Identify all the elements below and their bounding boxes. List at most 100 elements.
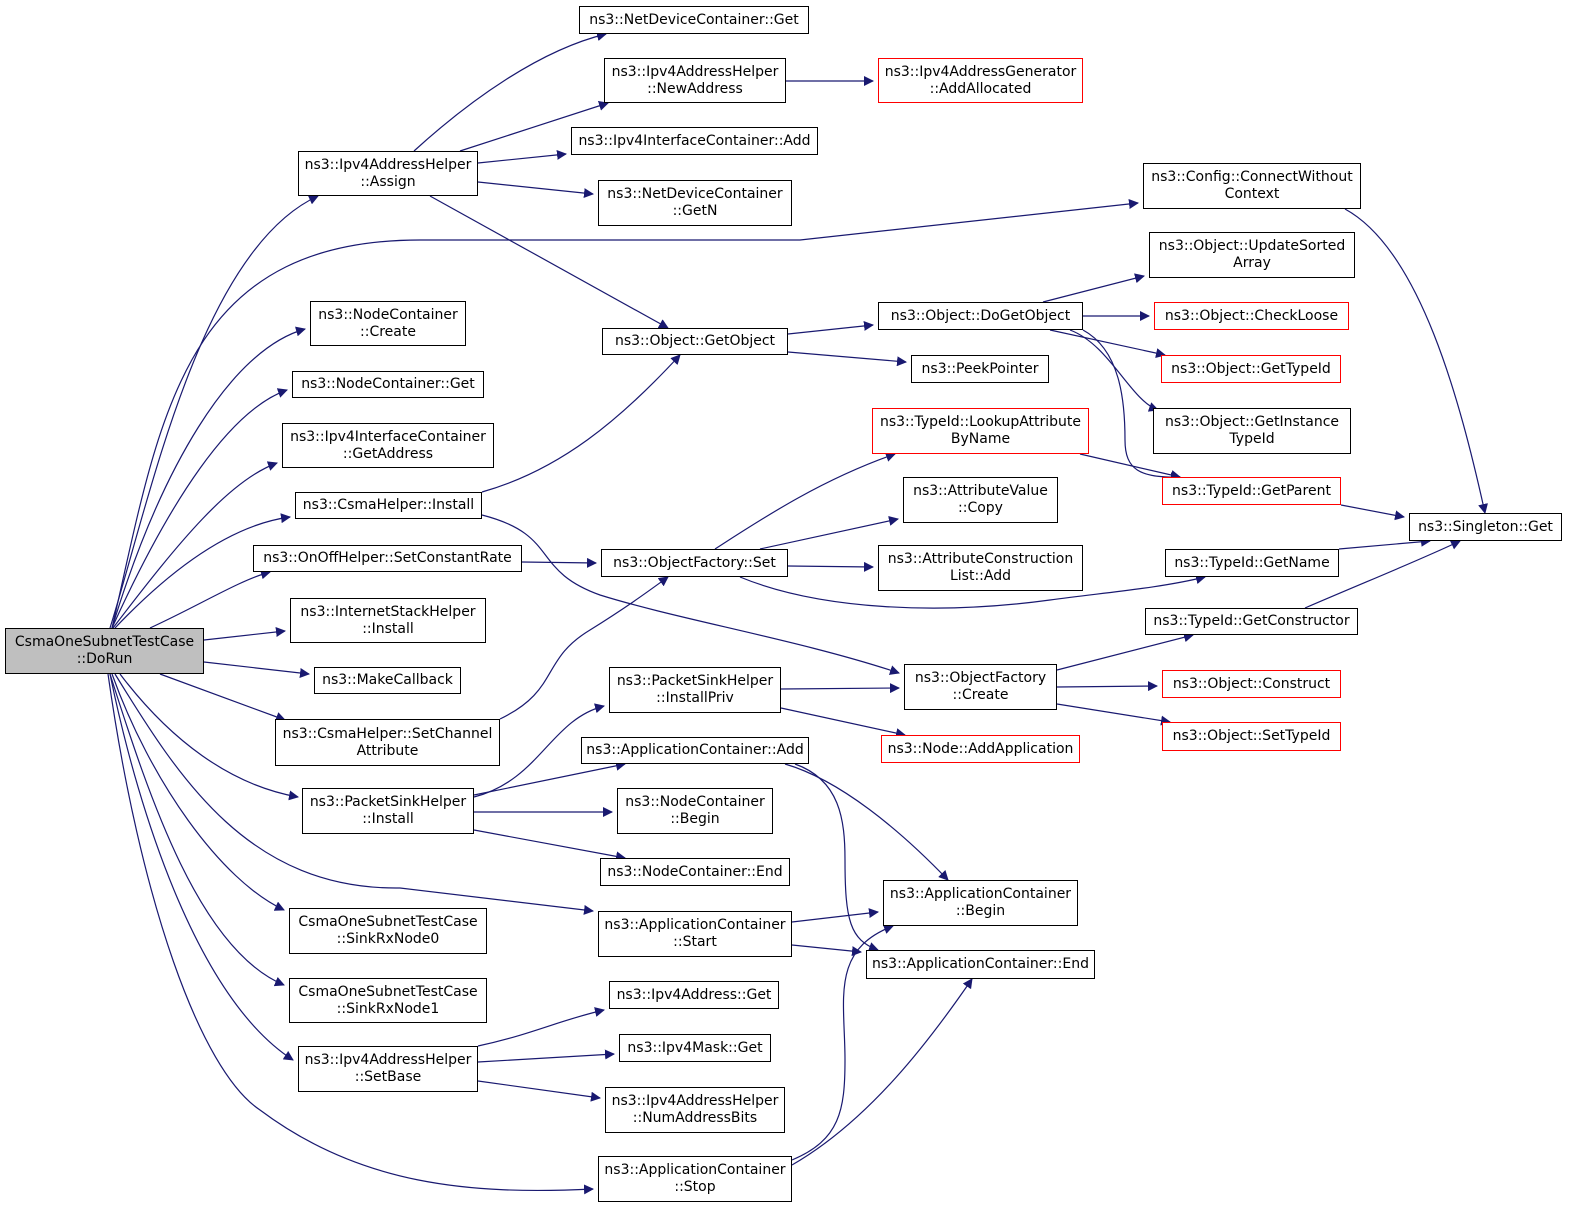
node-label-line: ::Create bbox=[952, 687, 1009, 703]
node-label-line: ::NumAddressBits bbox=[632, 1110, 758, 1126]
node-label-line: ns3::PacketSinkHelper bbox=[616, 673, 774, 689]
node-nc-end[interactable]: ns3::NodeContainer::End bbox=[600, 858, 790, 886]
edge-of_set-to-acl_add bbox=[787, 561, 874, 572]
node-label-line: ByName bbox=[950, 431, 1011, 447]
node-label-line: ns3::InternetStackHelper bbox=[300, 603, 476, 620]
node-ac-end[interactable]: ns3::ApplicationContainer::End bbox=[866, 950, 1095, 979]
edge-typeid_lookupattr-to-typeid_getparent bbox=[1079, 453, 1181, 480]
node-label-line: ns3::Ipv4AddressGenerator bbox=[884, 63, 1077, 80]
node-label-line: ::SinkRxNode0 bbox=[336, 931, 440, 947]
node-ipv4ic-getaddress[interactable]: ns3::Ipv4InterfaceContainer::GetAddress bbox=[282, 423, 494, 468]
edge-of_set-to-typeid_lookupattr bbox=[714, 452, 896, 550]
node-ipv4addr-get[interactable]: ns3::Ipv4Address::Get bbox=[609, 981, 779, 1009]
edge-root-to-config_cwc bbox=[111, 199, 1139, 629]
node-label-line: ns3::NetDeviceContainer bbox=[607, 186, 783, 202]
node-nc-get[interactable]: ns3::NodeContainer::Get bbox=[292, 371, 484, 398]
node-obj-checkloose[interactable]: ns3::Object::CheckLoose bbox=[1154, 302, 1349, 330]
node-label-line: ns3::ApplicationContainer::End bbox=[872, 956, 1089, 972]
node-singleton-get[interactable]: ns3::Singleton::Get bbox=[1409, 513, 1562, 541]
node-ac-begin[interactable]: ns3::ApplicationContainer::Begin bbox=[883, 880, 1078, 926]
node-label-line: ::Begin bbox=[670, 811, 720, 827]
node-label-line: ::Start bbox=[673, 934, 717, 950]
edge-onoff_setconstantrate-to-of_set bbox=[521, 557, 597, 568]
node-typeid-getname[interactable]: ns3::TypeId::GetName bbox=[1165, 549, 1339, 577]
edge-obj_getobject-to-obj_dogetobject bbox=[787, 320, 874, 335]
node-of-create[interactable]: ns3::ObjectFactory::Create bbox=[904, 664, 1057, 710]
node-label-line: ::GetN bbox=[672, 203, 718, 219]
node-label-line: ns3::TypeId::GetParent bbox=[1172, 482, 1331, 499]
node-ndc-get[interactable]: ns3::NetDeviceContainer::Get bbox=[579, 6, 809, 34]
edge-psh_installpriv-to-node_addapplication bbox=[780, 707, 906, 738]
node-label-line: CsmaOneSubnetTestCase bbox=[14, 634, 195, 650]
node-ndc-getn[interactable]: ns3::NetDeviceContainer::GetN bbox=[598, 180, 792, 226]
node-obj-getobject[interactable]: ns3::Object::GetObject bbox=[602, 328, 788, 355]
node-typeid-getconstructor[interactable]: ns3::TypeId::GetConstructor bbox=[1145, 608, 1358, 635]
node-label-line: ::Assign bbox=[360, 173, 416, 190]
node-ipv4ah-assign[interactable]: ns3::Ipv4AddressHelper::Assign bbox=[298, 151, 478, 196]
node-typeid-getparent[interactable]: ns3::TypeId::GetParent bbox=[1162, 477, 1341, 505]
node-peekpointer[interactable]: ns3::PeekPointer bbox=[911, 355, 1049, 383]
edge-typeid_getconstructor-to-singleton_get bbox=[1304, 540, 1461, 609]
edge-root-to-ipv4ah_setbase bbox=[109, 673, 294, 1061]
edge-ipv4ah_assign-to-ipv4ic_add bbox=[477, 149, 567, 164]
node-sinkrx1[interactable]: CsmaOneSubnetTestCase::SinkRxNode1 bbox=[289, 978, 487, 1023]
node-of-set[interactable]: ns3::ObjectFactory::Set bbox=[601, 549, 788, 577]
node-label-line: ns3::Object::GetObject bbox=[614, 333, 776, 349]
node-ac-stop[interactable]: ns3::ApplicationContainer::Stop bbox=[598, 1156, 792, 1202]
edge-root-to-psh_install bbox=[119, 673, 299, 801]
edge-typeid_getparent-to-singleton_get bbox=[1340, 504, 1405, 521]
edge-root-to-csma_install bbox=[114, 513, 291, 629]
node-label-line: ns3::Ipv4AddressHelper bbox=[611, 63, 779, 80]
node-ipv4ag-addallocated[interactable]: ns3::Ipv4AddressGenerator::AddAllocated bbox=[878, 58, 1083, 103]
node-ac-add[interactable]: ns3::ApplicationContainer::Add bbox=[581, 737, 809, 764]
node-label-line: ns3::Ipv4AddressHelper bbox=[304, 156, 472, 173]
node-label-line: ::GetAddress bbox=[342, 445, 434, 462]
node-nc-begin[interactable]: ns3::NodeContainer::Begin bbox=[617, 788, 773, 834]
node-sinkrx0[interactable]: CsmaOneSubnetTestCase::SinkRxNode0 bbox=[289, 908, 487, 954]
node-psh-install[interactable]: ns3::PacketSinkHelper::Install bbox=[302, 788, 474, 834]
edge-root-to-sinkrx1 bbox=[109, 673, 285, 987]
edge-ac_add-to-ac_begin bbox=[784, 763, 949, 881]
node-label-line: ns3::MakeCallback bbox=[322, 672, 453, 688]
node-label-line: ::DoRun bbox=[76, 651, 133, 667]
node-label-line: ::NewAddress bbox=[647, 80, 743, 97]
node-label-line: ns3::CsmaHelper::SetChannel bbox=[282, 725, 493, 742]
node-onoff-setconstantrate[interactable]: ns3::OnOffHelper::SetConstantRate bbox=[253, 545, 522, 572]
node-attrvalue-copy[interactable]: ns3::AttributeValue::Copy bbox=[903, 477, 1058, 523]
node-obj-dogetobject[interactable]: ns3::Object::DoGetObject bbox=[878, 302, 1083, 330]
node-label-line: ns3::NodeContainer::End bbox=[607, 863, 783, 880]
node-label-line: ::SinkRxNode1 bbox=[336, 1000, 440, 1017]
node-ipv4ic-add[interactable]: ns3::Ipv4InterfaceContainer::Add bbox=[571, 127, 818, 155]
node-psh-installpriv[interactable]: ns3::PacketSinkHelper::InstallPriv bbox=[609, 667, 781, 713]
edge-typeid_getname-to-singleton_get bbox=[1338, 536, 1431, 550]
edge-of_set-to-typeid_getname bbox=[739, 574, 1206, 609]
node-makecallback[interactable]: ns3::MakeCallback bbox=[314, 667, 461, 694]
edge-psh_install-to-nc_end bbox=[473, 829, 626, 862]
node-label-line: ns3::Object::DoGetObject bbox=[890, 307, 1071, 324]
node-label-line: ns3::Ipv4InterfaceContainer bbox=[290, 428, 486, 445]
node-obj-settypeid[interactable]: ns3::Object::SetTypeId bbox=[1162, 722, 1341, 751]
node-root: CsmaOneSubnetTestCase::DoRun bbox=[5, 628, 204, 674]
edge-ipv4ah_assign-to-ipv4ah_newaddress bbox=[459, 101, 609, 152]
node-label-line: ns3::Object::Construct bbox=[1172, 675, 1331, 692]
node-ipv4ah-setbase[interactable]: ns3::Ipv4AddressHelper::SetBase bbox=[298, 1046, 478, 1092]
node-obj-gettypeid[interactable]: ns3::Object::GetTypeId bbox=[1161, 355, 1341, 383]
node-label-line: ns3::ApplicationContainer bbox=[889, 886, 1072, 902]
node-node-addapplication[interactable]: ns3::Node::AddApplication bbox=[881, 735, 1080, 763]
node-obj-construct[interactable]: ns3::Object::Construct bbox=[1162, 670, 1341, 698]
node-ish-install[interactable]: ns3::InternetStackHelper::Install bbox=[290, 598, 486, 643]
edge-root-to-ipv4ah_assign bbox=[109, 195, 319, 629]
node-csma-install[interactable]: ns3::CsmaHelper::Install bbox=[295, 492, 482, 519]
node-ipv4mask-get[interactable]: ns3::Ipv4Mask::Get bbox=[619, 1034, 771, 1062]
node-nc-create[interactable]: ns3::NodeContainer::Create bbox=[310, 301, 466, 346]
node-ipv4ah-numaddrbits[interactable]: ns3::Ipv4AddressHelper::NumAddressBits bbox=[605, 1087, 785, 1133]
node-ac-start[interactable]: ns3::ApplicationContainer::Start bbox=[598, 911, 792, 957]
node-ipv4ah-newaddress[interactable]: ns3::Ipv4AddressHelper::NewAddress bbox=[604, 58, 786, 103]
